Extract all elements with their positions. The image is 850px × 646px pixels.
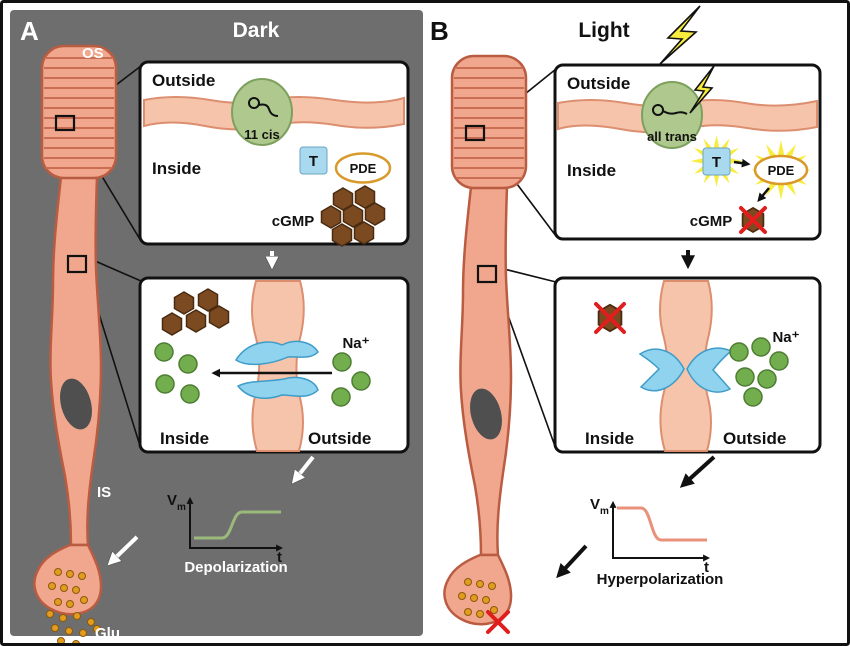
- opsin-state-label-a: 11 cis: [244, 127, 279, 142]
- outside-label-a2: Outside: [308, 429, 371, 448]
- pde-inactive: [334, 152, 392, 184]
- transducin-label-b: T: [712, 154, 721, 171]
- membrane-potential-graph-a: V m t Depolarization: [167, 492, 288, 576]
- graph-caption-b: Hyperpolarization: [597, 571, 724, 588]
- opsin-state-label-b: all trans: [647, 129, 697, 144]
- inside-label-b2: Inside: [585, 429, 634, 448]
- cgmp-label-a: cGMP: [272, 213, 315, 230]
- graph-caption-a: Depolarization: [184, 559, 287, 576]
- vm-sub-label-a: m: [177, 502, 186, 513]
- panel-a-title: Dark: [233, 19, 280, 42]
- vm-label-b: V: [590, 496, 600, 513]
- pde-active: [753, 154, 809, 186]
- outside-label-b1: Outside: [567, 74, 630, 93]
- panel-a-label: A: [20, 16, 39, 46]
- sodium-label-b: Na⁺: [772, 329, 799, 346]
- retinal-alltrans-icon: [652, 104, 688, 116]
- sodium-channel-closed-left: [638, 348, 685, 392]
- red-x-no-glutamate: [486, 610, 510, 634]
- transducin-label-a: T: [309, 153, 318, 170]
- t-label-b: t: [704, 559, 709, 576]
- cgmp-label-b: cGMP: [690, 213, 733, 230]
- lightning-bolt-icon: [659, 5, 701, 65]
- arrow-to-synapse-b: [556, 544, 588, 579]
- plasma-membrane-a: [251, 280, 305, 452]
- rhodopsin-activated: [641, 81, 703, 149]
- transducin-active: [702, 147, 731, 176]
- hyperpolarization-trace: [617, 506, 707, 542]
- arrow-inset2-to-graph-b: [679, 455, 716, 488]
- photoreceptor-cell-b: [444, 56, 526, 624]
- depolarization-trace: [194, 510, 281, 540]
- sodium-channel-open-top: [234, 340, 319, 366]
- sodium-label-a: Na⁺: [342, 335, 369, 352]
- plasma-membrane-b: [659, 280, 713, 452]
- red-x-cgmp-gone: [594, 302, 626, 334]
- sodium-channel-closed-right: [686, 347, 733, 393]
- outer-segment-label: OS: [82, 45, 104, 62]
- glutamate-label: Glu: [95, 625, 120, 642]
- outside-label-a1: Outside: [152, 71, 215, 90]
- pde-label-b: PDE: [768, 163, 795, 178]
- retinal-11cis-icon: [248, 97, 279, 117]
- inside-label-a2: Inside: [160, 429, 209, 448]
- membrane-potential-graph-b: V m t Hyperpolarization: [590, 496, 723, 588]
- panel-b-label: B: [430, 16, 449, 46]
- arrow-pde-to-cgmp: [757, 187, 770, 203]
- panel-b-title: Light: [578, 19, 629, 42]
- outside-label-b2: Outside: [723, 429, 786, 448]
- transducin-inactive: [299, 146, 328, 175]
- arrow-t-to-pde: [733, 158, 751, 168]
- sodium-channel-open-bottom: [236, 376, 319, 399]
- photon-bolt-icon: [689, 65, 715, 114]
- red-x-cgmp-degraded: [739, 206, 767, 234]
- vm-sub-label-b: m: [600, 506, 609, 517]
- pde-label-a: PDE: [350, 161, 377, 176]
- arrow-inset2-to-graph-a: [294, 455, 315, 481]
- inner-segment-label: IS: [97, 484, 111, 501]
- inside-label-a1: Inside: [152, 159, 201, 178]
- rhodopsin-inactive: [231, 78, 293, 146]
- t-label-a: t: [277, 549, 282, 566]
- inside-label-b1: Inside: [567, 161, 616, 180]
- vm-label-a: V: [167, 492, 177, 509]
- arrow-to-synapse-a: [110, 535, 139, 563]
